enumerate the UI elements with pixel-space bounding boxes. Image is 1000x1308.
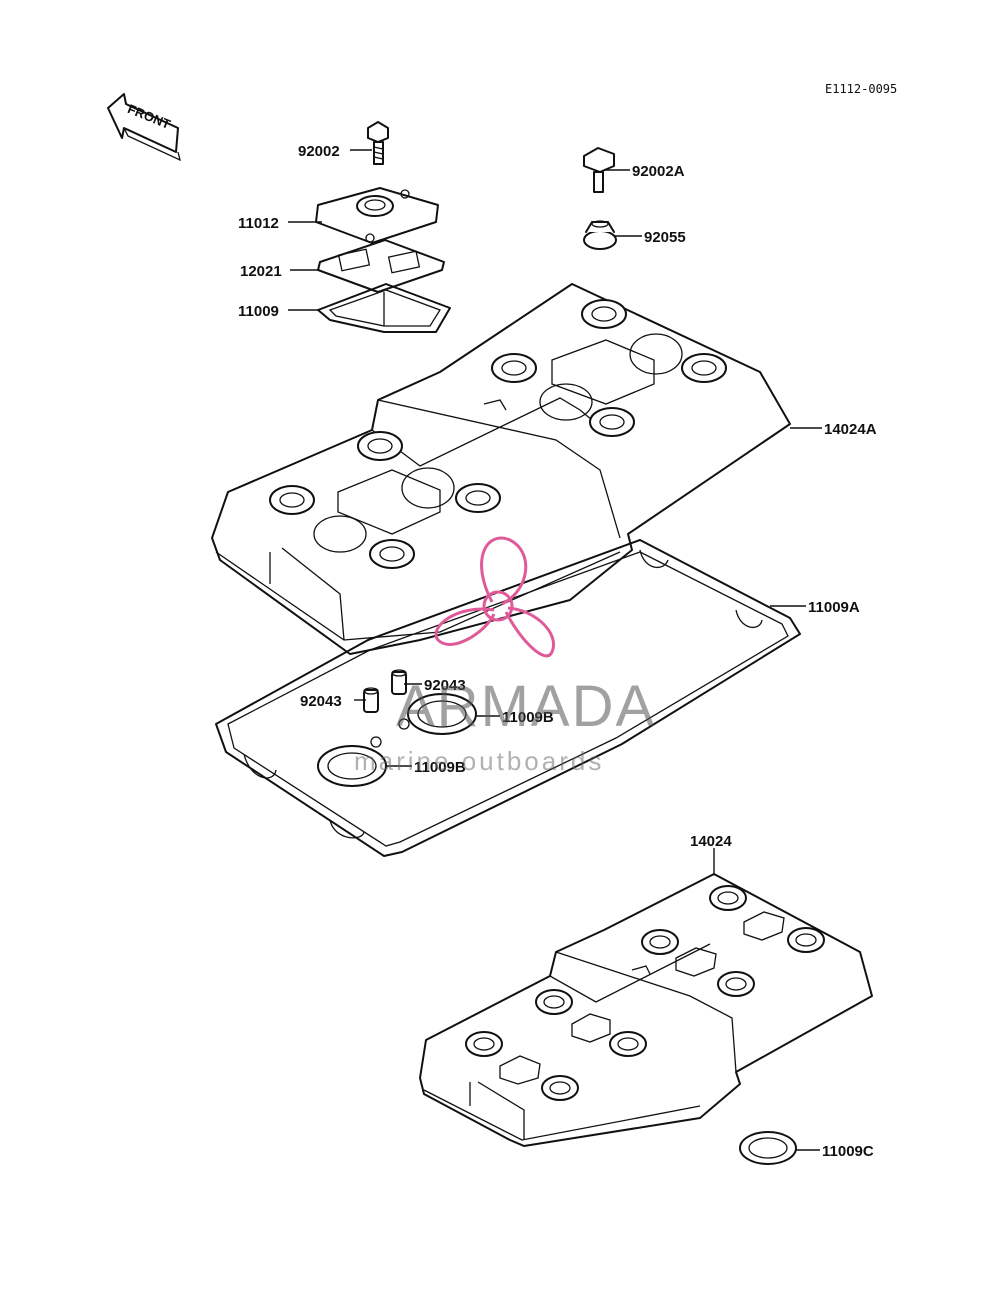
cover-bosses <box>269 299 727 569</box>
label-92055: 92055 <box>644 229 686 246</box>
label-92002: 92002 <box>298 143 340 160</box>
label-11009B-upper: 11009B <box>502 709 554 726</box>
bolt-92002A-icon <box>583 147 615 193</box>
seal-11009C-icon <box>739 1131 797 1165</box>
label-92002A: 92002A <box>632 163 685 180</box>
breather-cover-11012-icon <box>315 187 439 244</box>
watermark: ARMADA marine outboards <box>354 536 656 776</box>
watermark-subtitle: marine outboards <box>354 746 604 776</box>
dowel-92043a-icon <box>363 687 379 713</box>
label-11009B-lower: 11009B <box>414 759 466 776</box>
grommet-92055-icon <box>583 220 617 250</box>
label-11012: 11012 <box>238 215 279 232</box>
label-14024: 14024 <box>690 833 732 850</box>
seal-11009Ba-icon <box>398 693 477 735</box>
leader-lines <box>288 149 822 1151</box>
label-11009C: 11009C <box>822 1143 874 1160</box>
propeller-logo-icon <box>434 536 555 658</box>
gasket-11009-icon <box>317 283 451 333</box>
head-cover-14024-icon <box>419 873 873 1147</box>
front-arrow-icon: FRONT <box>107 93 181 162</box>
label-11009A: 11009A <box>808 599 860 616</box>
label-12021: 12021 <box>240 263 282 280</box>
plate-12021-icon <box>317 239 445 293</box>
bolt-92002-icon <box>367 121 389 165</box>
dowel-92043b-icon <box>391 669 407 695</box>
head-cover-14024A-icon <box>211 283 791 655</box>
diagram-code: E1112-0095 <box>825 82 897 96</box>
label-11009: 11009 <box>238 303 279 320</box>
label-92043-left: 92043 <box>300 693 342 710</box>
label-14024A: 14024A <box>824 421 877 438</box>
watermark-title: ARMADA <box>396 674 656 739</box>
label-92043-right: 92043 <box>424 677 466 694</box>
